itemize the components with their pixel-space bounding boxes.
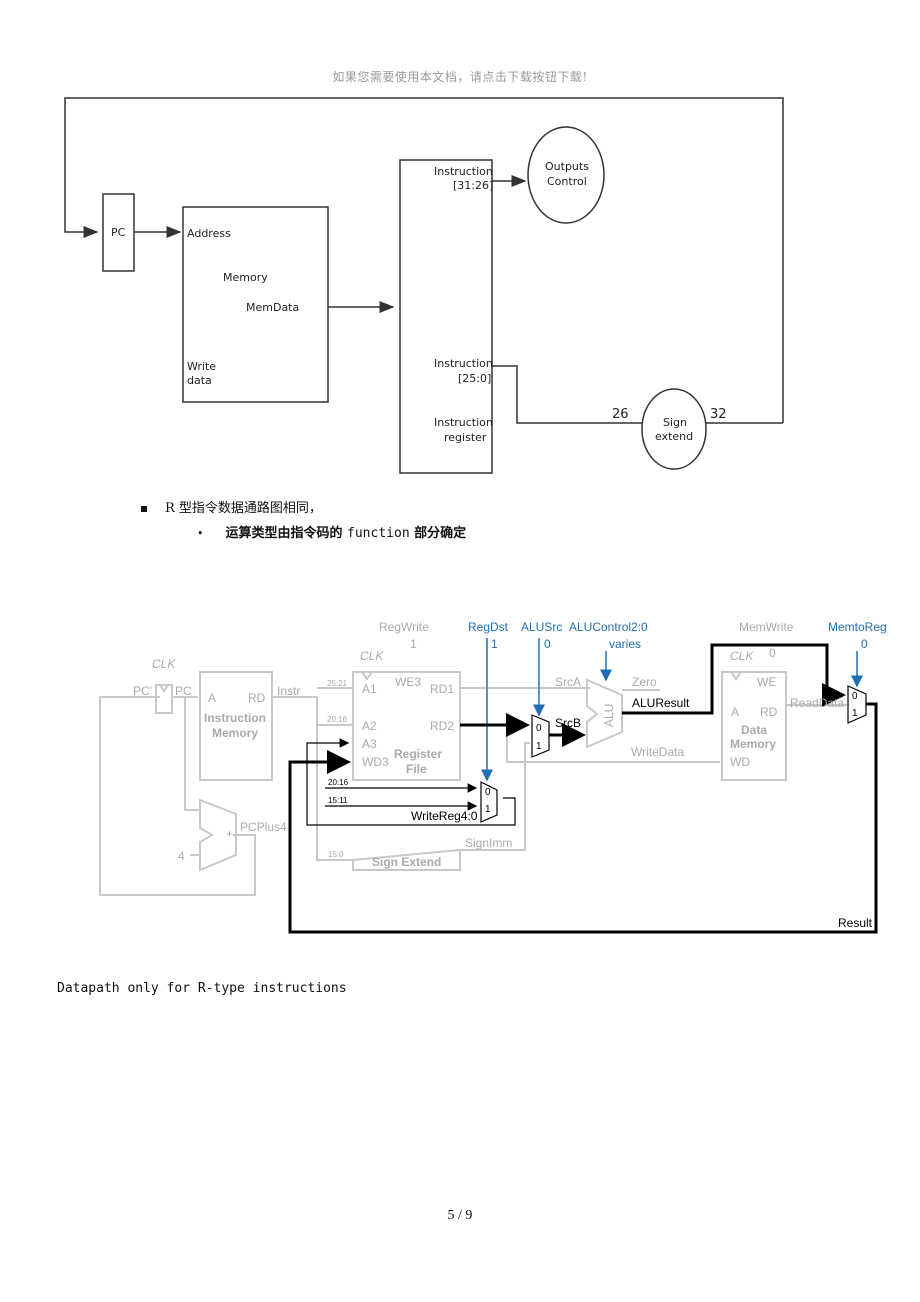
bullet-2-pre: 运算类型由指令码的 <box>225 526 348 541</box>
rtype-datapath-diagram: RegWrite 1 RegDst 1 ALUSrc 0 ALUControl2… <box>99 620 887 934</box>
regwrite-label: RegWrite <box>379 620 429 634</box>
alusrc-label: ALUSrc <box>521 620 562 634</box>
clk-rf: CLK <box>360 649 384 663</box>
rf-label-2: File <box>406 762 427 776</box>
a1-label: A1 <box>362 682 377 696</box>
instr-250-label: Instruction <box>434 357 493 370</box>
bits-2016: 20:16 <box>327 715 348 724</box>
clk-dm: CLK <box>730 649 754 663</box>
alusrc-value: 0 <box>544 637 551 651</box>
result-label: Result <box>838 916 873 930</box>
signext-label: Sign Extend <box>372 855 441 869</box>
dm-rd: RD <box>760 705 778 719</box>
alusrc-mux-0: 0 <box>536 723 542 734</box>
memtoreg-label: MemtoReg <box>828 620 887 634</box>
ir-label-1: Instruction <box>434 416 493 429</box>
memtoreg-mux-0: 0 <box>852 691 858 702</box>
dm-label-2: Memory <box>730 737 776 751</box>
figure-caption: Datapath only for R-type instructions <box>57 981 347 996</box>
dot-bullet-icon: • <box>197 527 204 540</box>
readdata-label: ReadData <box>790 696 844 710</box>
sign-label: Sign <box>663 416 687 429</box>
memwrite-value: 0 <box>769 646 776 660</box>
bullet-2-code: function <box>347 526 410 541</box>
address-label: Address <box>187 227 231 240</box>
extend-label: extend <box>655 430 693 443</box>
srcb-label: SrcB <box>555 716 581 730</box>
regwrite-value: 1 <box>410 637 417 651</box>
alucontrol-value: varies <box>609 637 641 651</box>
a3-label: A3 <box>362 737 377 751</box>
signimm-label: SignImm <box>465 836 512 850</box>
a2-label: A2 <box>362 719 377 733</box>
dm-wd: WD <box>730 755 750 769</box>
rf-label-1: Register <box>394 747 442 761</box>
pcplus4-label: PCPlus4 <box>240 820 287 834</box>
srca-label: SrcA <box>555 675 581 689</box>
dm-label-1: Data <box>741 723 767 737</box>
multicycle-datapath-diagram: PC Address Memory MemData Write data Ins… <box>64 97 784 474</box>
outputs-label: Outputs <box>545 160 589 173</box>
header-watermark: 如果您需要使用本文档，请点击下载按钮下载! <box>332 70 588 84</box>
im-a: A <box>208 691 216 705</box>
pc-label: PC <box>111 226 126 239</box>
width-32: 32 <box>710 407 727 422</box>
bits-150: 15:0 <box>328 850 344 859</box>
regdst-mux-0: 0 <box>485 787 491 798</box>
regdst-mux-1: 1 <box>485 804 491 815</box>
data-label: data <box>187 374 212 387</box>
adder-plus: + <box>226 827 233 841</box>
memtoreg-value: 0 <box>861 637 868 651</box>
bullet-2-post: 部分确定 <box>409 526 467 541</box>
alucontrol-label: ALUControl2:0 <box>569 620 648 634</box>
instr-3126-bits: [31:26] <box>453 179 493 192</box>
instr-250-bits: [25:0] <box>458 372 491 385</box>
instr-3126-label: Instruction <box>434 165 493 178</box>
im-label-1: Instruction <box>204 711 266 725</box>
memory-label: Memory <box>223 271 268 284</box>
control-label: Control <box>547 175 587 188</box>
width-26: 26 <box>612 407 629 422</box>
bits-2521: 25:21 <box>327 679 348 688</box>
alu-label: ALU <box>602 704 616 727</box>
im-label-2: Memory <box>212 726 258 740</box>
bits-2016-b: 20:16 <box>328 778 349 787</box>
memtoreg-mux-1: 1 <box>852 708 858 719</box>
memory-box <box>182 206 329 403</box>
zero-label: Zero <box>632 675 657 689</box>
wd3-label: WD3 <box>362 755 389 769</box>
instruction-register-box <box>399 159 493 474</box>
pcprime-label: PC' <box>133 684 152 698</box>
regdst-value: 1 <box>491 637 498 651</box>
bullet-1-text: R 型指令数据通路图相同， <box>165 501 322 516</box>
bullet-1: R 型指令数据通路图相同， <box>141 497 322 516</box>
rd2-label: RD2 <box>430 719 454 733</box>
regdst-label: RegDst <box>468 620 509 634</box>
memdata-label: MemData <box>246 301 299 314</box>
page-number: 5 / 9 <box>447 1208 473 1223</box>
pc-label-2: PC <box>175 684 192 698</box>
outputs-control-ellipse <box>527 126 605 224</box>
writereg-label: WriteReg4:0 <box>411 809 478 823</box>
im-rd: RD <box>248 691 266 705</box>
ir-label-2: register <box>444 431 487 444</box>
square-bullet-icon <box>141 505 147 512</box>
instr-label: Instr <box>277 684 300 698</box>
clk-pc: CLK <box>152 657 176 671</box>
alusrc-mux-1: 1 <box>536 741 542 752</box>
dm-we: WE <box>757 675 776 689</box>
writedata-label: WriteData <box>631 745 684 759</box>
rd1-label: RD1 <box>430 682 454 696</box>
bits-1511: 15:11 <box>328 796 348 805</box>
write-label: Write <box>187 360 216 373</box>
we3-label: WE3 <box>395 675 421 689</box>
aluresult-label: ALUResult <box>632 696 690 710</box>
dm-a: A <box>731 705 739 719</box>
bullet-2: • 运算类型由指令码的 function 部分确定 <box>197 522 466 541</box>
const-4: 4 <box>178 849 185 863</box>
sign-extend-ellipse <box>641 388 707 470</box>
memwrite-label: MemWrite <box>739 620 794 634</box>
